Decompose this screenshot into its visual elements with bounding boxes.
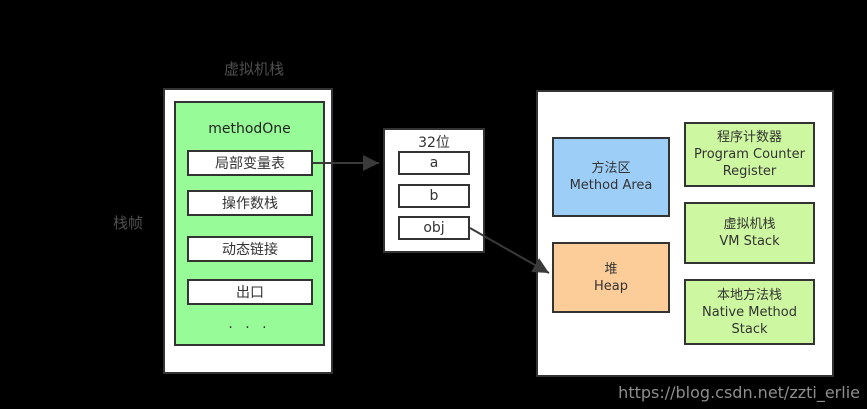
program-counter-register-box: 程序计数器 Program Counter Register <box>684 122 815 187</box>
heap-box: 堆 Heap <box>552 242 670 313</box>
vm-stack-outer-box: methodOne 局部变量表 操作数栈 动态链接 出口 . . . <box>163 88 333 374</box>
vm-stack-title-label: 虚拟机栈 <box>224 60 285 78</box>
native-stack-label-en1: Native Method <box>702 304 797 320</box>
method-area-label-cn: 方法区 <box>591 161 631 176</box>
slot-obj: obj <box>398 216 470 240</box>
method-area-label-en: Method Area <box>569 178 653 193</box>
frame-ellipsis: . . . <box>228 316 271 332</box>
native-method-stack-box: 本地方法栈 Native Method Stack <box>684 279 815 345</box>
heap-label-en: Heap <box>594 278 628 294</box>
method-one-title: methodOne <box>208 121 291 137</box>
slots-box-title: 32位 <box>418 135 450 151</box>
vm-stack-label-cn: 虚拟机栈 <box>723 217 776 232</box>
frame-item-local-variable-table: 局部变量表 <box>187 150 313 176</box>
pc-register-label-en2: Register <box>722 164 777 179</box>
vm-stack-box: 虚拟机栈 VM Stack <box>684 202 815 264</box>
native-stack-label-en2: Stack <box>731 321 768 337</box>
pc-register-label-en1: Program Counter <box>694 147 805 162</box>
frame-item-exit: 出口 <box>187 279 313 305</box>
pc-register-label-cn: 程序计数器 <box>716 130 782 145</box>
slots-box: 32位 a b obj <box>383 128 485 253</box>
heap-label-cn: 堆 <box>604 261 618 277</box>
watermark-url: https://blog.csdn.net/zzti_erlie <box>618 383 860 402</box>
vm-stack-label-en: VM Stack <box>719 234 780 249</box>
native-stack-label-cn: 本地方法栈 <box>716 287 782 303</box>
frame-item-operand-stack: 操作数栈 <box>187 190 313 216</box>
slot-b: b <box>398 184 470 208</box>
runtime-data-area-box: 方法区 Method Area 堆 Heap 程序计数器 Program Cou… <box>536 90 834 377</box>
slot-a: a <box>398 151 470 175</box>
stack-frame-label: 栈帧 <box>113 214 144 232</box>
method-area-box: 方法区 Method Area <box>552 137 670 217</box>
stack-frame-box: methodOne 局部变量表 操作数栈 动态链接 出口 . . . <box>174 101 325 346</box>
frame-item-dynamic-linking: 动态链接 <box>187 236 313 262</box>
